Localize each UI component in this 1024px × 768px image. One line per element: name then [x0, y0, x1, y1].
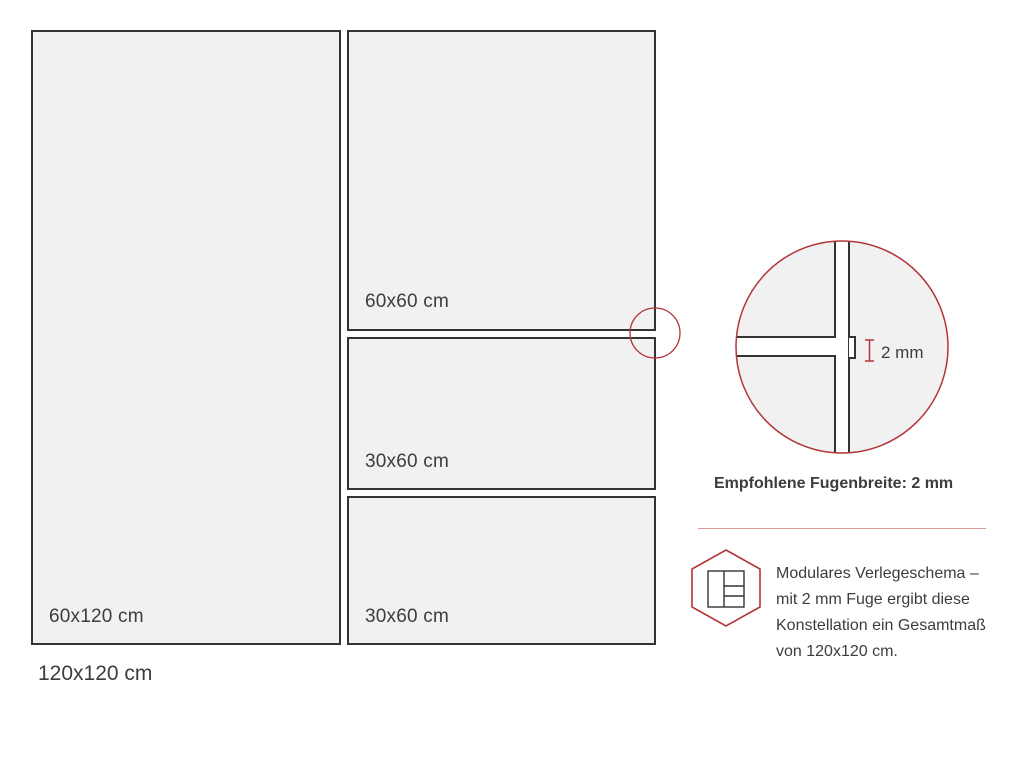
gap-width-label: 2 mm — [881, 343, 924, 362]
layout-description: Modulares Verlegeschema – mit 2 mm Fuge … — [776, 561, 1016, 665]
tile-60x120: 60x120 cm — [31, 30, 341, 645]
description-line: mit 2 mm Fuge ergibt diese — [776, 591, 970, 608]
gap-measure-marker — [865, 339, 874, 362]
total-dimension-label: 120x120 cm — [38, 662, 153, 685]
section-divider — [698, 528, 986, 529]
tile-30x60-bottom: 30x60 cm — [347, 496, 656, 645]
tile-60x60: 60x60 cm — [347, 30, 656, 331]
tile-60x120-label: 60x120 cm — [49, 606, 144, 627]
description-line: Modulares Verlegeschema – — [776, 565, 979, 582]
tile-30x60-top: 30x60 cm — [347, 337, 656, 490]
joint-detail-magnifier: 2 mm — [735, 240, 949, 454]
layout-grid-hexagon-icon — [691, 549, 761, 627]
joint-highlight-circle — [629, 307, 681, 359]
description-line: Konstellation ein Gesamtmaß — [776, 617, 986, 634]
recommended-joint-width-caption: Empfohlene Fugenbreite: 2 mm — [714, 475, 954, 492]
tile-30x60-top-label: 30x60 cm — [365, 451, 449, 472]
tile-60x60-label: 60x60 cm — [365, 291, 449, 312]
description-line: von 120x120 cm. — [776, 643, 898, 660]
tile-30x60-bottom-label: 30x60 cm — [365, 606, 449, 627]
